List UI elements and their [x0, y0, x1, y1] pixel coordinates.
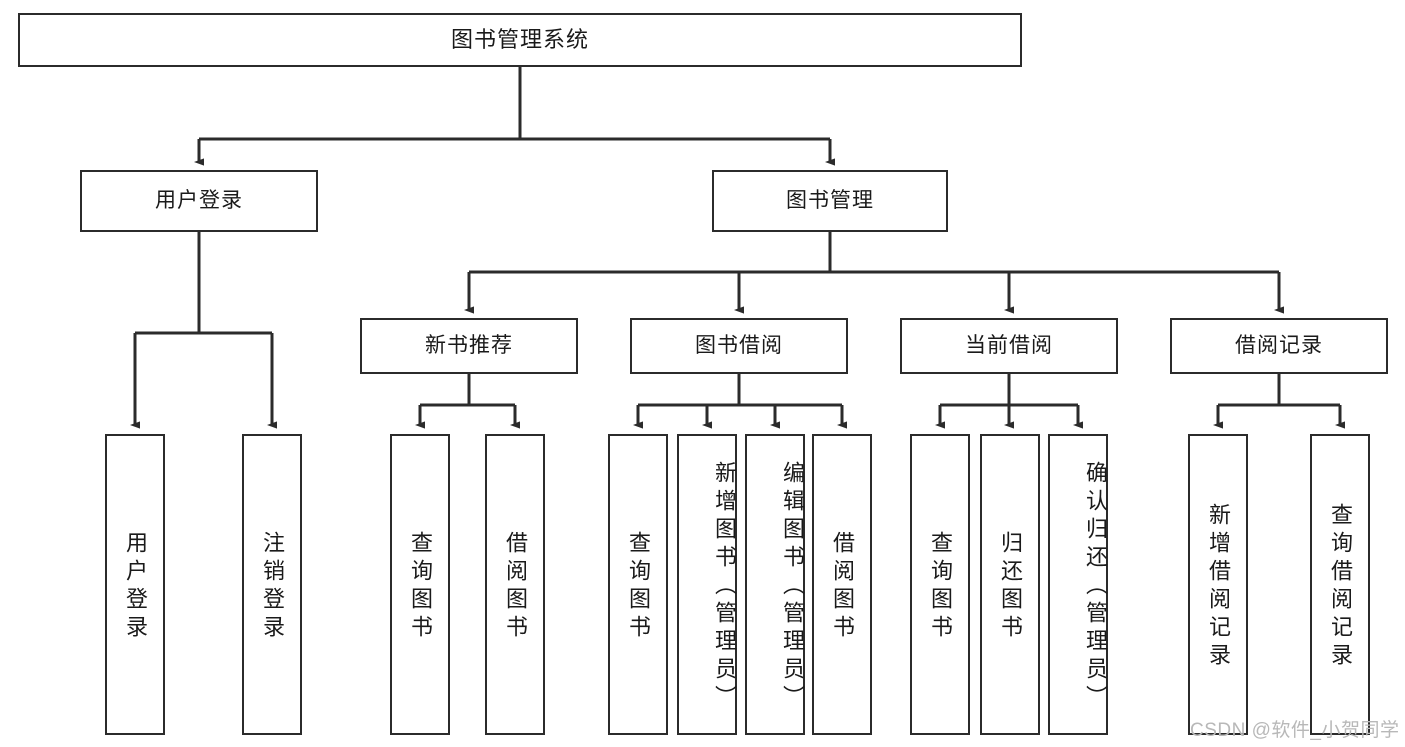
node-label: 确认归还（管理员）	[1083, 460, 1108, 713]
node-label: 编辑图书（管理员）	[780, 460, 805, 713]
node-label: 注销登录	[260, 530, 285, 643]
node-leaf-confirm-return-admin[interactable]: 确认归还（管理员）	[1048, 434, 1108, 735]
node-label: 借阅记录	[1235, 334, 1323, 358]
node-label: 新增图书（管理员）	[712, 460, 737, 713]
node-label: 借阅图书	[830, 530, 855, 643]
node-current-borrow[interactable]: 当前借阅	[900, 318, 1118, 374]
node-label: 图书借阅	[695, 334, 783, 358]
node-leaf-return-book[interactable]: 归还图书	[980, 434, 1040, 735]
node-book-management[interactable]: 图书管理	[712, 170, 948, 232]
node-leaf-query-book-borrow[interactable]: 查询图书	[608, 434, 668, 735]
node-label: 查询图书	[928, 530, 953, 643]
node-label: 图书管理	[786, 189, 874, 213]
node-leaf-user-login[interactable]: 用户登录	[105, 434, 165, 735]
node-leaf-query-borrow-record[interactable]: 查询借阅记录	[1310, 434, 1370, 735]
node-label: 当前借阅	[965, 334, 1053, 358]
node-borrow-record[interactable]: 借阅记录	[1170, 318, 1388, 374]
node-label: 用户登录	[123, 530, 148, 643]
node-label: 用户登录	[155, 189, 243, 213]
node-label: 查询借阅记录	[1328, 502, 1353, 671]
node-book-borrow[interactable]: 图书借阅	[630, 318, 848, 374]
node-label: 借阅图书	[503, 530, 528, 643]
node-user-login[interactable]: 用户登录	[80, 170, 318, 232]
node-leaf-user-logout[interactable]: 注销登录	[242, 434, 302, 735]
node-leaf-query-book-recommend[interactable]: 查询图书	[390, 434, 450, 735]
node-label: 归还图书	[998, 530, 1023, 643]
node-label: 查询图书	[408, 530, 433, 643]
node-leaf-add-borrow-record[interactable]: 新增借阅记录	[1188, 434, 1248, 735]
node-leaf-edit-book-admin[interactable]: 编辑图书（管理员）	[745, 434, 805, 735]
node-leaf-add-book-admin[interactable]: 新增图书（管理员）	[677, 434, 737, 735]
node-leaf-query-book-current[interactable]: 查询图书	[910, 434, 970, 735]
node-leaf-borrow-book[interactable]: 借阅图书	[812, 434, 872, 735]
node-label: 图书管理系统	[450, 26, 589, 52]
node-leaf-borrow-book-recommend[interactable]: 借阅图书	[485, 434, 545, 735]
node-label: 新书推荐	[425, 334, 513, 358]
node-label: 查询图书	[626, 530, 651, 643]
watermark-text: CSDN @软件_小贺同学	[1190, 720, 1400, 741]
node-label: 新增借阅记录	[1206, 502, 1231, 671]
node-root-system[interactable]: 图书管理系统	[18, 13, 1022, 67]
node-new-book-recommend[interactable]: 新书推荐	[360, 318, 578, 374]
